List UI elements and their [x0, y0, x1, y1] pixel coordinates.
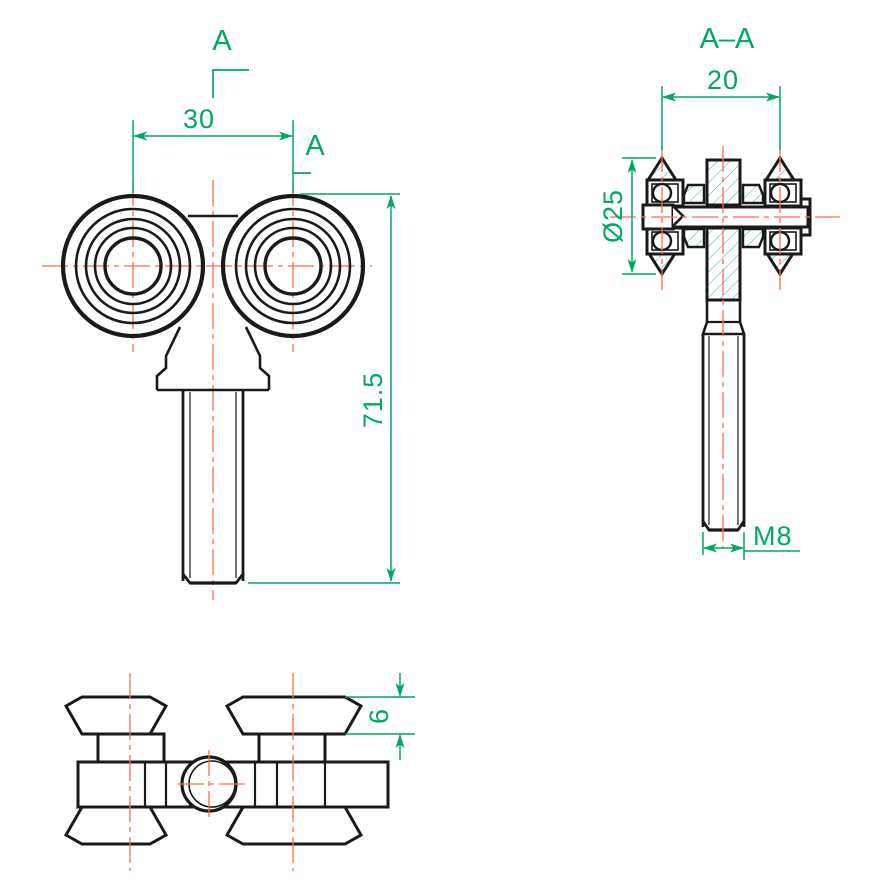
section-view-title: A–A — [700, 23, 755, 55]
section-lobe-lower-left — [682, 227, 706, 249]
right-wheel-ring-4 — [253, 226, 333, 306]
left-wheel-ring-3 — [84, 217, 182, 315]
dim-30 — [132, 120, 294, 193]
section-lobe-lower-right — [741, 227, 765, 249]
dim-diameter-25 — [622, 157, 656, 275]
dim-d25-label: Ø25 — [598, 189, 628, 243]
dim-71-5 — [248, 193, 400, 584]
dim-6-label: 6 — [364, 708, 394, 724]
bottom-left-roller-bottom — [63, 805, 169, 846]
bottom-right-roller-bottom — [224, 805, 364, 846]
section-bracket-web-upper — [705, 158, 742, 207]
section-bearings — [645, 178, 803, 256]
right-wheel-ring-2 — [234, 207, 352, 325]
left-wheel-bore — [103, 236, 163, 296]
dim-6 — [345, 673, 415, 760]
axle-pin-notch — [672, 205, 685, 227]
section-marker-a-top — [212, 69, 249, 98]
bottom-left-hub-top — [96, 732, 166, 764]
left-wheel-ring-4 — [93, 226, 173, 306]
section-label-a-right: A — [305, 130, 325, 162]
bottom-view: 6 — [63, 673, 415, 871]
dim-20 — [661, 86, 781, 150]
left-wheel-ring-2 — [74, 207, 192, 325]
bottom-left-roller-top — [63, 695, 169, 736]
bracket-right-arm — [244, 326, 271, 390]
left-wheel-outer-rim — [60, 193, 206, 339]
section-lobe-upper-right — [741, 183, 765, 205]
dim-m8-label: M8 — [753, 521, 793, 551]
bottom-right-hub-top — [257, 732, 327, 764]
dim-30-label: 30 — [183, 104, 215, 134]
right-wheel — [220, 193, 366, 339]
section-view-centerlines — [610, 146, 840, 548]
threaded-shank — [157, 388, 269, 585]
right-wheel-ring-3 — [244, 217, 342, 315]
section-bracket-web — [705, 158, 742, 302]
section-view-a-a: A–A — [598, 23, 840, 560]
section-label-a-top: A — [212, 25, 232, 57]
bracket-left-arm — [155, 326, 182, 390]
bottom-view-centerlines — [129, 673, 294, 871]
dim-m8 — [702, 532, 800, 560]
section-lobe-upper-left — [682, 183, 706, 205]
front-view: 30 A A 71.5 — [42, 25, 400, 600]
dim-71-5-label: 71.5 — [358, 372, 388, 429]
bottom-right-roller-top — [224, 695, 364, 736]
section-marker-a-top-flag — [212, 69, 249, 98]
dim-20-label: 20 — [707, 65, 739, 95]
left-wheel — [60, 193, 206, 339]
right-wheel-bore — [263, 236, 323, 296]
right-wheel-outer-rim — [220, 193, 366, 339]
